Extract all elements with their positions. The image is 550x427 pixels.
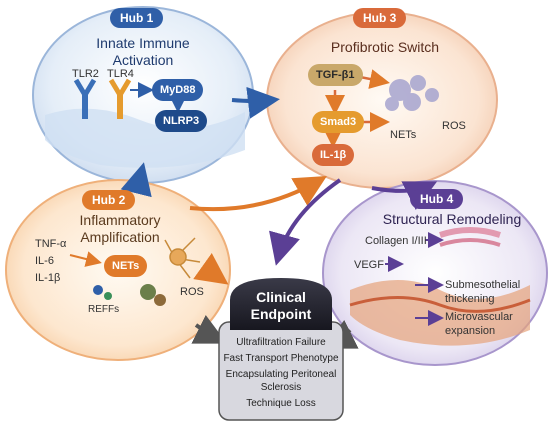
endpoint-title-line1: Clinical xyxy=(256,289,306,305)
nets-hub3-label: NETs xyxy=(390,129,417,141)
hub3-badge: Hub 3 xyxy=(353,8,407,28)
cytokines-to-nets-arrow xyxy=(69,251,102,267)
nets-hub2-node: NETs xyxy=(104,255,148,277)
tlr4-receptor-icon xyxy=(108,78,132,119)
ros-hub2-label: ROS xyxy=(180,286,204,298)
il1b-hub2-label: IL-1β xyxy=(35,272,61,284)
il6-label: IL-6 xyxy=(35,255,54,267)
hub2-title-line1: Inflammatory xyxy=(79,212,161,228)
hub4-badge: Hub 4 xyxy=(410,189,464,209)
tnf-alpha-label: TNF-α xyxy=(35,238,67,250)
hub2-to-hub1-arrow xyxy=(120,162,152,198)
hub2-to-endpoint-arrow xyxy=(193,253,229,285)
hub4-title: Structural Remodeling xyxy=(382,211,522,227)
myd88-node: MyD88 xyxy=(152,79,204,101)
endpoint-list: Ultrafiltration Failure Fast Transport P… xyxy=(219,334,343,418)
hub2-cells xyxy=(93,284,166,306)
endpoint-item-eps-line2: Sclerosis xyxy=(260,382,302,393)
tlr2-receptor-icon xyxy=(73,78,97,119)
submesothelial-label-line1: Submesothelial xyxy=(445,279,521,291)
hub3-cell-cluster xyxy=(385,75,439,111)
endpoint-item-technique-loss: Technique Loss xyxy=(246,398,316,409)
nlrp3-node: NLRP3 xyxy=(155,110,208,132)
hub3-title: Profibrotic Switch xyxy=(330,39,440,55)
hub2-title-line2: Amplification xyxy=(80,229,160,245)
hub1-title-line2: Activation xyxy=(112,52,174,68)
submesothelial-label-line2: thickening xyxy=(445,293,495,305)
hub1-tissue xyxy=(45,108,245,168)
tgfb1-node: TGF-β1 xyxy=(308,64,363,86)
microvascular-label-line1: Microvascular xyxy=(445,311,513,323)
tlr4-label: TLR4 xyxy=(107,68,134,80)
microvascular-label-line2: expansion xyxy=(445,325,496,337)
ros-hub3-label: ROS xyxy=(442,120,466,132)
refs-label: REFFs xyxy=(88,304,120,315)
hub1-title-line1: Innate Immune xyxy=(96,35,190,51)
hub1-to-hub3-arrow xyxy=(231,86,280,119)
endpoint-item-fast-transport: Fast Transport Phenotype xyxy=(223,353,339,364)
smad3-node: Smad3 xyxy=(312,111,365,133)
hub2-badge: Hub 2 xyxy=(82,190,136,210)
il1b-hub3-node: IL-1β xyxy=(312,144,355,166)
hub1-badge: Hub 1 xyxy=(110,8,164,28)
hub3-to-endpoint-arrow xyxy=(269,178,342,266)
hub2-to-hub3-arrow xyxy=(189,175,327,212)
hub3-to-hub4-arrow xyxy=(371,181,438,211)
endpoint-header xyxy=(230,278,332,330)
endpoint-title-line2: Endpoint xyxy=(250,306,312,322)
collagen-label: Collagen I/III xyxy=(365,235,427,247)
vegf-label: VEGF xyxy=(354,259,384,271)
tlr2-label: TLR2 xyxy=(72,68,99,80)
endpoint-item-eps-line1: Encapsulating Peritoneal xyxy=(225,369,337,380)
endpoint-item-ultrafiltration: Ultrafiltration Failure xyxy=(236,337,326,348)
